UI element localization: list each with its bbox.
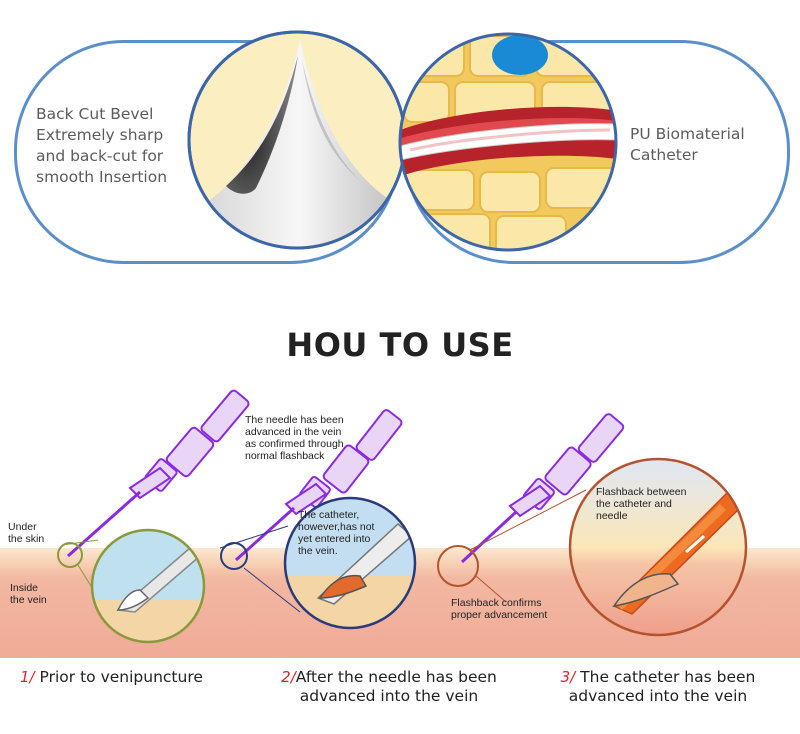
annotation-needle-advanced-line-3: as confirmed through [245,438,344,450]
step-2: 2/After the needle has been advanced int… [258,668,520,706]
annotation-under-skin-line-2: the skin [8,533,45,545]
annotation-needle-advanced-line-4: normal flashback [245,450,325,462]
skin-layer [0,548,800,658]
step-3-slash-icon: / [570,668,576,686]
step-2-line-1: After the needle has been [295,668,497,686]
annotation-catheter-not-entered: The catheter, however,has not yet entere… [298,509,374,557]
annotation-flashback-between-line-2: the catheter and [596,498,672,510]
annotation-needle-advanced: The needle has been advanced in the vein… [245,414,344,462]
feature-right-text: PU Biomaterial Catheter [630,124,780,166]
section-title: HOU TO USE [286,326,514,364]
step-3-line-1: The catheter has been [580,668,756,686]
step-1-line-1: Prior to venipuncture [39,668,203,686]
step-2-slash-icon: / [290,668,296,686]
annotation-flashback-confirms: Flashback confirms proper advancement [451,597,547,621]
annotation-flashback-between-line-3: needle [596,510,628,522]
annotation-flashback-confirms-line-2: proper advancement [451,609,548,621]
step-1-slash-icon: / [29,668,35,686]
annotation-flashback-between: Flashback between the catheter and needl… [596,486,686,522]
step-1: 1/ Prior to venipuncture [20,668,250,687]
feature-left-line-1: Back Cut Bevel [36,105,154,123]
feature-right-line-1: PU Biomaterial [630,125,745,143]
step-3-number: 3 [560,668,571,686]
annotation-catheter-not-entered-line-4: the vein. [298,545,338,557]
step-3-line-2: advanced into the vein [568,687,748,705]
annotation-flashback-confirms-line-1: Flashback confirms [451,597,542,609]
annotation-needle-advanced-line-1: The needle has been [245,414,344,426]
iv-catheter-1-icon [67,389,250,558]
feature-left-line-3: and back-cut for [36,147,164,165]
step-1-number: 1 [20,668,30,686]
feature-left-text: Back Cut Bevel Extremely sharp and back-… [36,104,206,188]
annotation-under-skin: Under the skin [8,521,44,545]
feature-left-line-4: smooth Insertion [36,168,168,186]
annotation-inside-vein-line-1: Inside [10,582,39,594]
feature-right-line-2: Catheter [630,146,698,164]
annotation-catheter-not-entered-line-3: yet entered into [298,533,371,545]
annotation-inside-vein: Inside the vein [10,582,47,606]
annotation-catheter-not-entered-line-2: however,has not [298,521,375,533]
step-2-number: 2 [281,668,291,686]
step-2-line-2: advanced into the vein [299,687,479,705]
annotation-under-skin-line-1: Under [8,521,37,533]
annotation-catheter-not-entered-line-1: The catheter, [298,509,360,521]
step-3: 3/ The catheter has been advanced into t… [538,668,778,706]
annotation-needle-advanced-line-2: advanced in the vein [245,426,342,438]
annotation-inside-vein-line-2: the vein [10,594,47,606]
feature-left-line-2: Extremely sharp [36,126,164,144]
annotation-flashback-between-line-1: Flashback between [596,486,687,498]
